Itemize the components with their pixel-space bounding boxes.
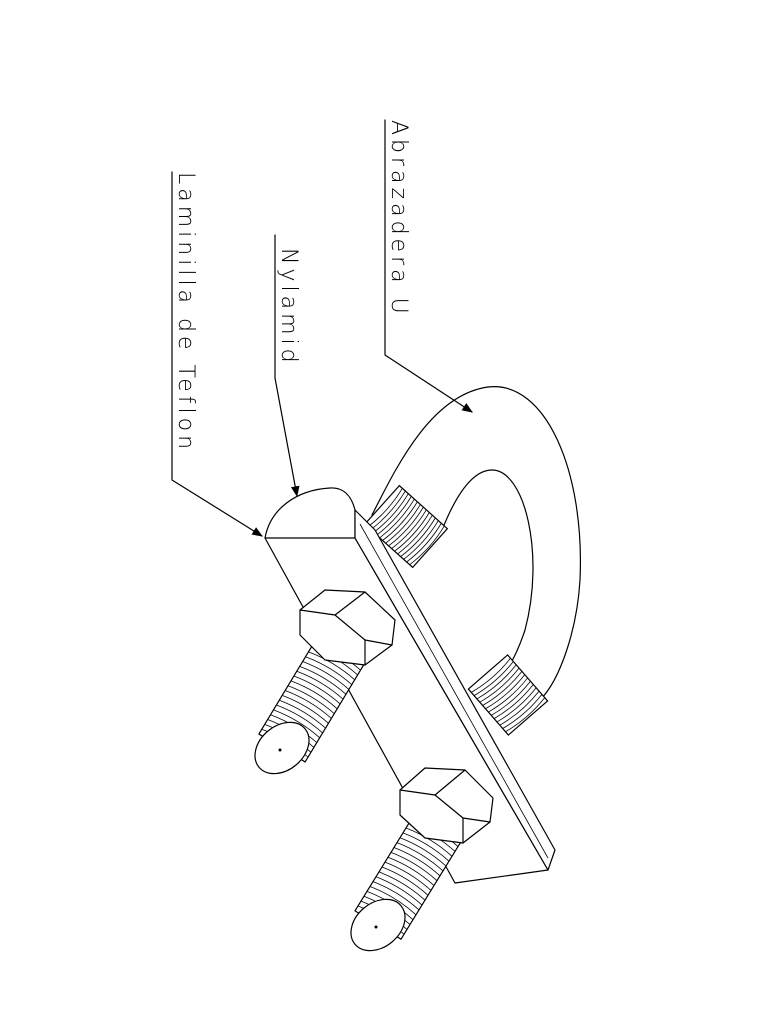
- u-bolt-upper-thread: [363, 484, 449, 569]
- u-bolt: [363, 386, 582, 736]
- label-nylamid: Nylamid: [276, 248, 301, 367]
- upper-stud-end: [254, 721, 310, 775]
- teflon-strip-edge-line: [359, 523, 549, 859]
- leader-abrazadera: [384, 119, 473, 413]
- upper-stud: [254, 589, 396, 775]
- leader-laminilla: [171, 171, 263, 537]
- teflon-strip: [354, 509, 556, 871]
- lower-stud: [350, 767, 494, 952]
- lower-stud-end: [350, 898, 406, 952]
- u-bolt-lower-thread: [467, 654, 549, 736]
- teflon-strip-body: [354, 509, 556, 871]
- label-abrazadera-u: Abrazadera U: [386, 120, 411, 318]
- u-bolt-outer-curve: [371, 386, 582, 701]
- nylamid-block-top-face: [264, 487, 356, 539]
- u-bolt-inner-curve: [441, 469, 534, 686]
- leader-nylamid: [274, 234, 300, 498]
- label-laminilla-de-teflon: Laminilla de Teflon: [173, 172, 198, 453]
